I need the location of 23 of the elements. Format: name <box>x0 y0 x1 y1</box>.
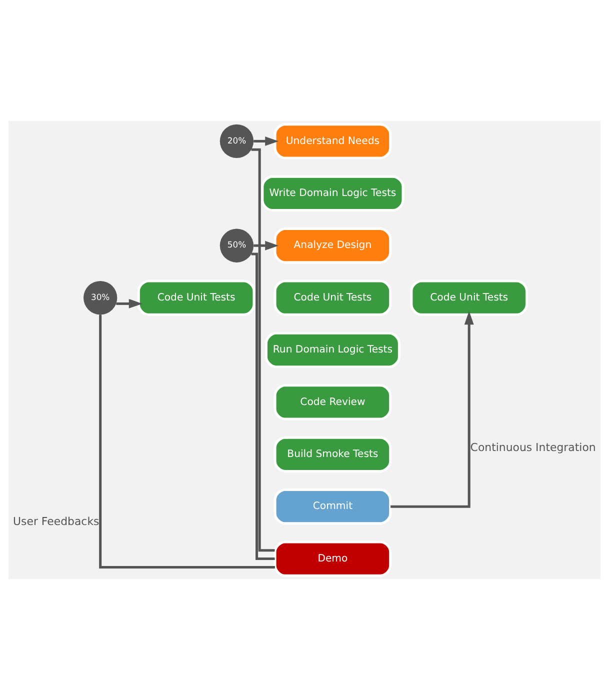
node-box: Demo <box>274 540 392 576</box>
connector <box>251 252 275 560</box>
connector <box>99 314 275 568</box>
arrow <box>254 136 279 146</box>
node-box: Run Domain Logic Tests <box>264 331 400 368</box>
node-box: Commit <box>274 488 392 524</box>
node-box: Code Unit Tests <box>137 279 256 316</box>
node-circle: 20% <box>220 124 254 158</box>
node-circle: 50% <box>220 228 254 262</box>
node-box: Code Unit Tests <box>410 279 528 316</box>
arrow <box>254 240 279 250</box>
node-box: Build Smoke Tests <box>274 436 392 472</box>
node-circle: 30% <box>84 280 118 314</box>
node-box: Write Domain Logic Tests <box>261 174 404 211</box>
edge-label: User Feedbacks <box>13 514 100 528</box>
arrow <box>116 298 142 308</box>
edge-label: Continuous Integration <box>470 440 596 454</box>
arrow <box>390 310 474 508</box>
connector <box>251 148 275 552</box>
node-box: Analyze Design <box>274 227 392 264</box>
node-box: Code Unit Tests <box>274 279 392 316</box>
node-box: Understand Needs <box>274 122 392 159</box>
node-box: Code Review <box>274 384 392 420</box>
